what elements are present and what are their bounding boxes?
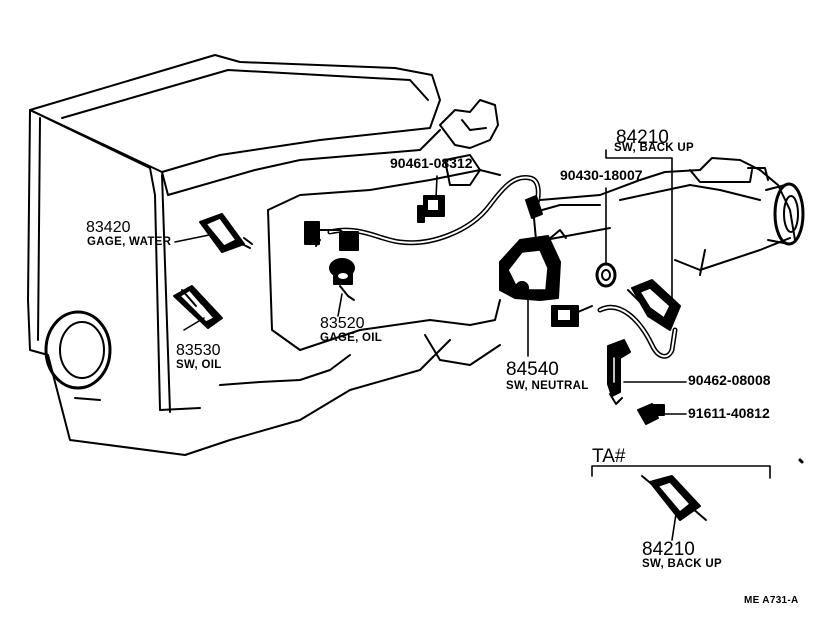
backup-switch-part (627, 279, 681, 331)
water-gage-part (199, 213, 253, 253)
ta-backup-switch-part (641, 475, 707, 521)
harness-connector (304, 221, 359, 251)
leader-lines (174, 149, 771, 541)
part-84210-top-name: SW, BACK UP (614, 142, 694, 154)
part-90461-number: 90461-08312 (390, 155, 473, 171)
part-84210-top-number: 84210 (616, 127, 669, 148)
wire-clamp-part (607, 339, 631, 405)
part-84540-name: SW, NEUTRAL (506, 380, 589, 392)
neutral-switch-part (499, 195, 567, 301)
oil-gage-part (329, 258, 355, 301)
backup-switch-connector (551, 305, 593, 327)
part-91611-number: 91611-40812 (688, 405, 770, 421)
engine-block (27, 54, 501, 456)
part-90430-number: 90430-18007 (560, 167, 643, 183)
part-83520-number: 83520 (320, 315, 365, 332)
ta-group-label: TA# (592, 446, 626, 467)
bolt-part (637, 403, 665, 425)
drawing-code: ME A731-A (744, 595, 799, 606)
part-84540-number: 84540 (506, 359, 559, 380)
part-84210-ta-name: SW, BACK UP (642, 558, 722, 570)
clamp-part (417, 195, 445, 223)
transmission (534, 157, 805, 464)
part-83520-name: GAGE, OIL (320, 332, 383, 344)
part-83530-name: SW, OIL (176, 359, 222, 371)
part-83420-number: 83420 (86, 219, 131, 236)
part-90462-number: 90462-08008 (688, 372, 771, 388)
part-84210-ta-number: 84210 (642, 539, 695, 560)
oil-switch-part (173, 285, 223, 329)
gasket-part (595, 262, 617, 288)
part-83420-name: GAGE, WATER (87, 236, 172, 248)
part-83530-number: 83530 (176, 342, 221, 359)
